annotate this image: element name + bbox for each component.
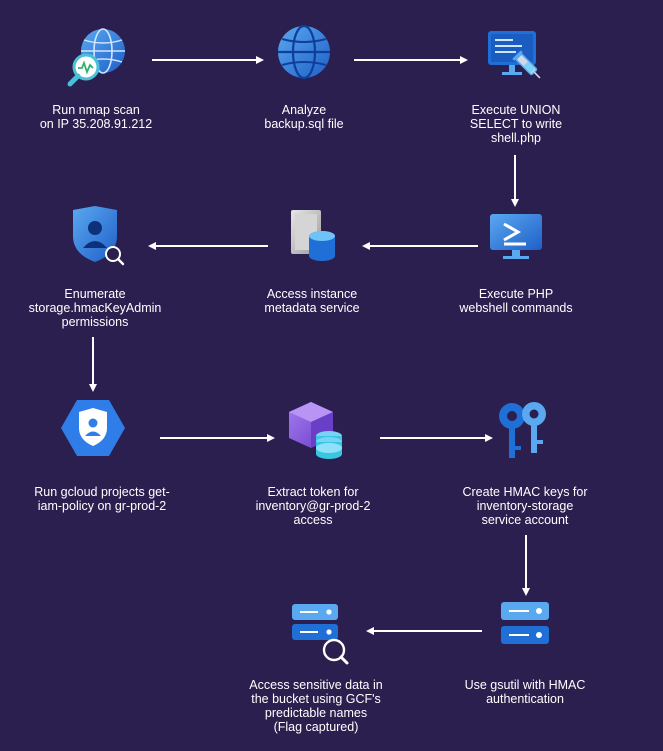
server-stack-icon [501, 602, 549, 644]
edges-layer [89, 56, 530, 635]
step-label-metadata-service: Access instance metadata service [264, 287, 360, 315]
server-search-icon [292, 604, 349, 665]
step-label-gcloud-iam-policy: Run gcloud projects get- iam-policy on g… [34, 485, 170, 513]
step-label-union-select: Execute UNION SELECT to write shell.php [469, 103, 563, 145]
globe-icon [278, 24, 330, 80]
monitor-syringe-icon [488, 31, 541, 79]
step-label-create-hmac-keys: Create HMAC keys for inventory-storage s… [462, 485, 588, 527]
terminal-monitor-icon [490, 214, 542, 259]
step-label-nmap-scan: Run nmap scan on IP 35.208.91.212 [39, 103, 153, 131]
step-label-enumerate-permissions: Enumerate storage.hmacKeyAdmin permissio… [28, 287, 162, 329]
keys-icon [499, 402, 546, 458]
shield-user-search-icon [73, 206, 125, 266]
step-label-php-webshell: Execute PHP webshell commands [459, 287, 573, 315]
step-label-gsutil-hmac: Use gsutil with HMAC authentication [464, 678, 586, 706]
cube-coins-icon [289, 402, 342, 459]
server-database-icon [291, 210, 335, 261]
step-label-analyze-backup: Analyze backup.sql file [264, 103, 344, 131]
step-label-access-sensitive-data: Access sensitive data in the bucket usin… [249, 678, 383, 734]
step-label-extract-token: Extract token for inventory@gr-prod-2 ac… [255, 485, 371, 527]
globe-magnifier-icon [67, 28, 125, 87]
hexagon-shield-user-icon [61, 400, 125, 456]
